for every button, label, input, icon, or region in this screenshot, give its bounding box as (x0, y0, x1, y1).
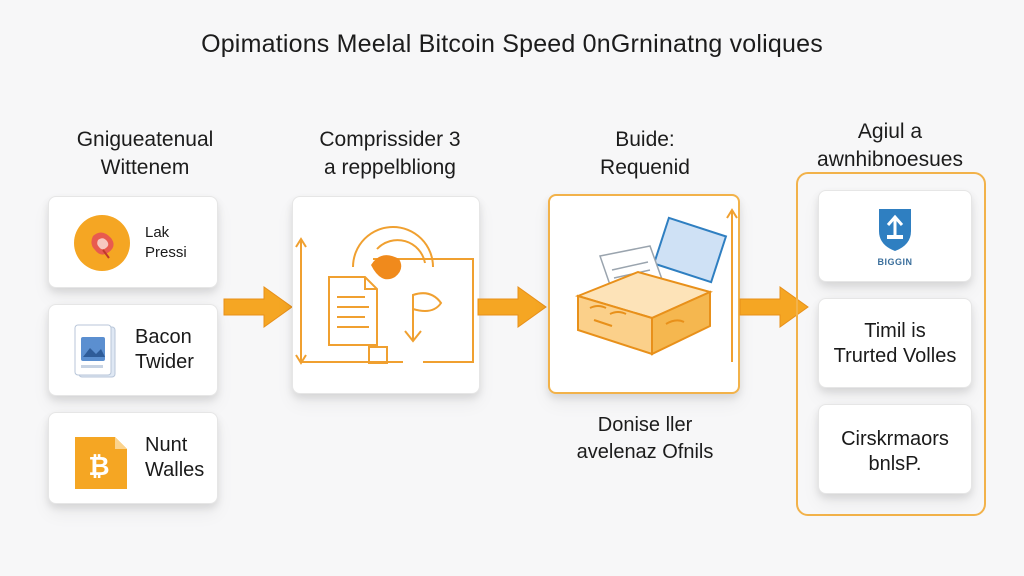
card-line: Nunt (145, 434, 188, 456)
column-label-line: a reppelbliong (324, 156, 456, 179)
left-card-text: Bacon Twider (135, 325, 194, 375)
column-label-line: Buide: (615, 128, 675, 151)
caption-line: avelenaz Ofnils (576, 441, 714, 463)
document-image-icon (73, 323, 119, 386)
svg-text:₿: ₿ (88, 452, 109, 482)
box-documents-icon (550, 196, 738, 397)
card-line: bnlsP. (868, 453, 922, 475)
column-label-line: Gnigueatenual (76, 128, 214, 151)
shield-label: BIGGIN (877, 257, 913, 267)
flow-arrow-3 (738, 284, 810, 335)
card-line: Lak (145, 224, 170, 241)
column-label-line: Agiul a (857, 120, 923, 143)
compress-process-card[interactable] (292, 196, 480, 394)
left-card-bacon-twider[interactable]: Bacon Twider (48, 304, 218, 396)
flower-badge-icon (73, 214, 131, 277)
column-label-2: Comprissider 3 a reppelbliong (285, 126, 495, 182)
right-card-cirskrmaors[interactable]: Cirskrmaors bnlsP. (818, 404, 972, 494)
right-card-bitcoin-shield[interactable]: BIGGIN (818, 190, 972, 282)
right-card-text: Timil is Trurted Volles (819, 319, 971, 369)
right-group-container (796, 172, 986, 516)
column-label-line: Comprissider 3 (319, 128, 461, 151)
required-build-card[interactable] (548, 194, 740, 394)
flow-arrow-2 (476, 284, 548, 335)
left-card-lak-pressi[interactable]: Lak Pressi (48, 196, 218, 288)
middle-caption: Donise ller avelenaz Ofnils (545, 412, 745, 466)
card-line: Trurted Volles (833, 345, 957, 367)
card-line: Twider (135, 351, 194, 373)
column-label-line: Wittenem (100, 156, 190, 179)
card-line: Cirskrmaors (841, 428, 949, 450)
left-card-text: Lak Pressi (145, 223, 187, 263)
diagram-title: Opimations Meelal Bitcoin Speed 0nGrnina… (201, 30, 823, 58)
card-line: Pressi (145, 244, 187, 261)
flow-arrow-1 (222, 284, 294, 335)
shield-icon (875, 205, 915, 258)
card-line: Timil is (864, 320, 926, 342)
column-label-4: Agiul a awnhibnoesues (785, 118, 995, 174)
bitcoin-file-icon: ₿ (71, 433, 131, 496)
caption-line: Donise ller (597, 414, 693, 436)
right-card-trusted-volles[interactable]: Timil is Trurted Volles (818, 298, 972, 388)
column-label-3: Buide: Requenid (540, 126, 750, 182)
left-card-text: Nunt Walles (145, 433, 204, 483)
column-label-line: awnhibnoesues (817, 148, 963, 171)
left-card-nunt-walles[interactable]: ₿ Nunt Walles (48, 412, 218, 504)
card-line: Bacon (135, 326, 192, 348)
compress-documents-icon (293, 197, 479, 398)
column-label-line: Requenid (600, 156, 690, 179)
card-line: Walles (145, 459, 205, 481)
column-label-1: Gnigueatenual Wittenem (40, 126, 250, 182)
right-card-text: Cirskrmaors bnlsP. (819, 427, 971, 477)
